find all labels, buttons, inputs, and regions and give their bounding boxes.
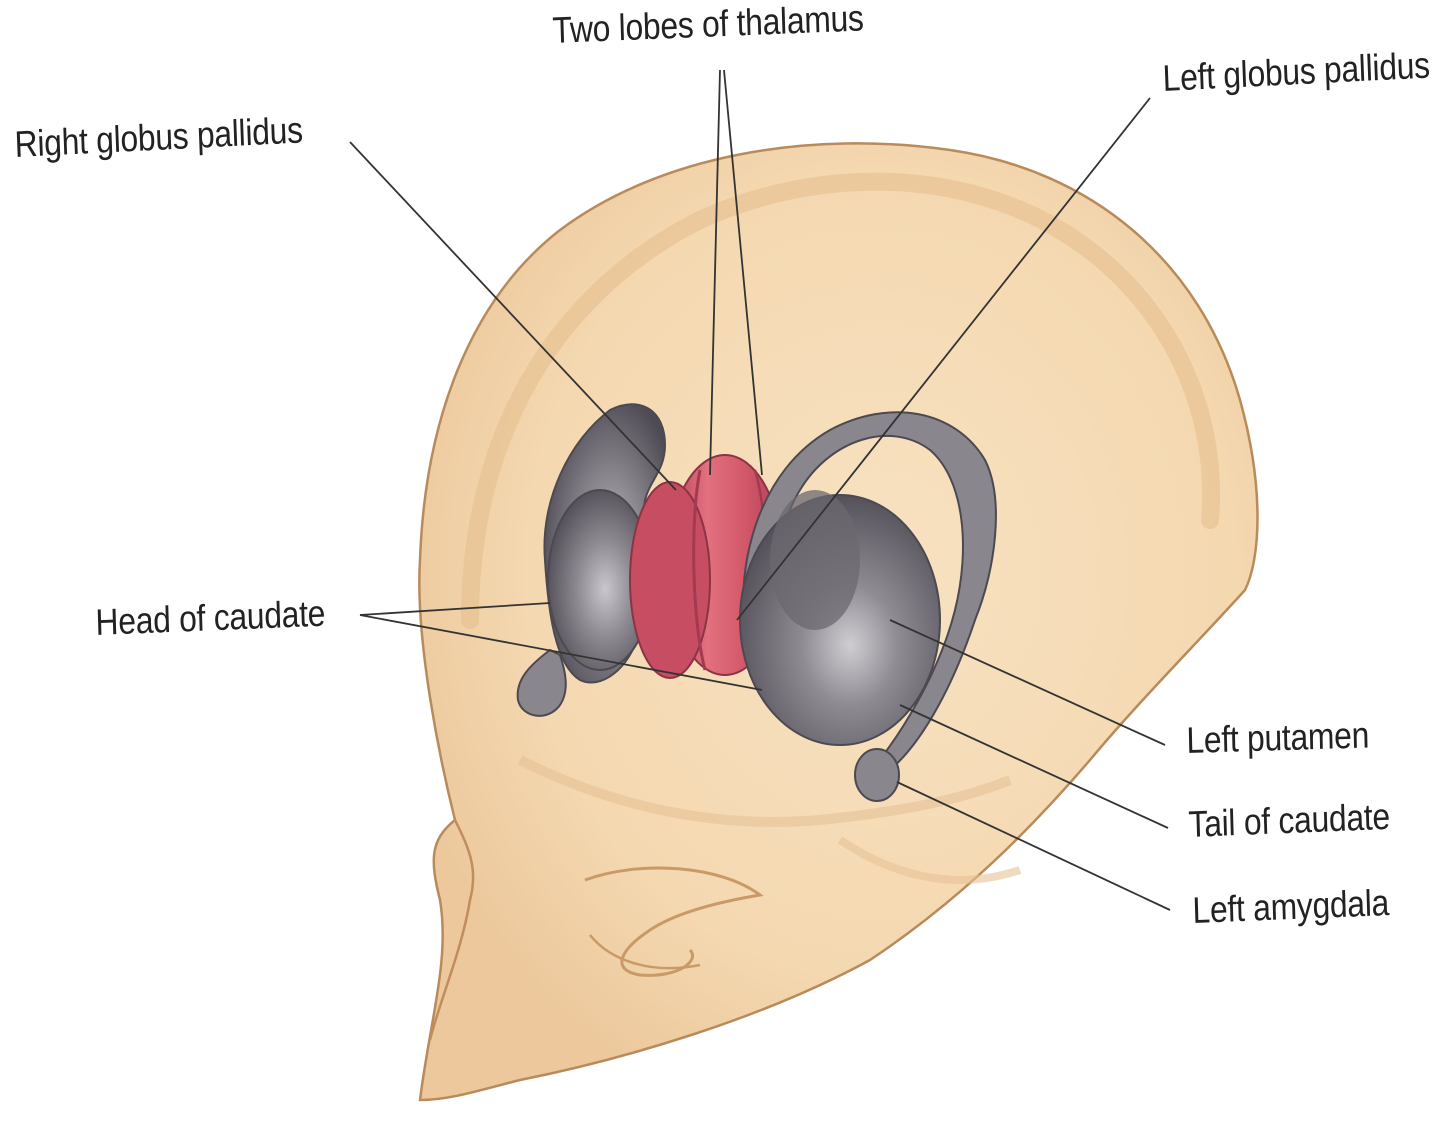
label-head-of-caudate: Head of caudate bbox=[95, 595, 326, 641]
label-tail-of-caudate: Tail of caudate bbox=[1188, 798, 1390, 843]
left-amygdala bbox=[855, 749, 899, 801]
label-left-putamen: Left putamen bbox=[1186, 716, 1369, 759]
thalamus-right-lobe bbox=[630, 482, 710, 678]
label-left-amygdala: Left amygdala bbox=[1192, 884, 1390, 929]
